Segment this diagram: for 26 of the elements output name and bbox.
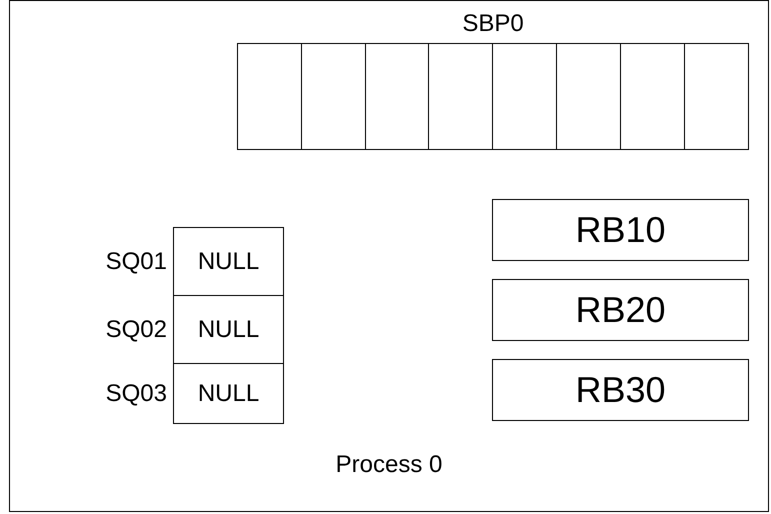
queue-slot	[173, 295, 284, 365]
array-slot	[428, 43, 494, 150]
slot-name: SQ02	[104, 315, 167, 345]
queue-slot	[173, 227, 284, 297]
slot-name: SQ03	[104, 378, 167, 408]
array-slot	[300, 43, 366, 150]
buffer-box	[492, 359, 749, 421]
box-label: RB20	[575, 289, 666, 331]
buffer-box	[492, 279, 749, 341]
frame-caption: Process 0	[334, 451, 444, 479]
box-label: NULL	[198, 380, 260, 408]
array-slot	[556, 43, 622, 150]
box-label: NULL	[198, 316, 260, 344]
box-label: NULL	[198, 248, 260, 276]
array-slot	[492, 43, 558, 150]
array-slot	[684, 43, 749, 150]
queue-slot	[173, 363, 284, 424]
box-label: RB10	[575, 209, 666, 251]
array-slot	[364, 43, 430, 150]
buffer-box	[492, 199, 749, 261]
array-slot	[620, 43, 686, 150]
array-slot	[237, 43, 302, 150]
slot-name: SQ01	[104, 247, 167, 277]
box-label: RB30	[575, 369, 666, 411]
array-heading: SBP0	[462, 9, 524, 39]
process-frame	[9, 0, 769, 512]
